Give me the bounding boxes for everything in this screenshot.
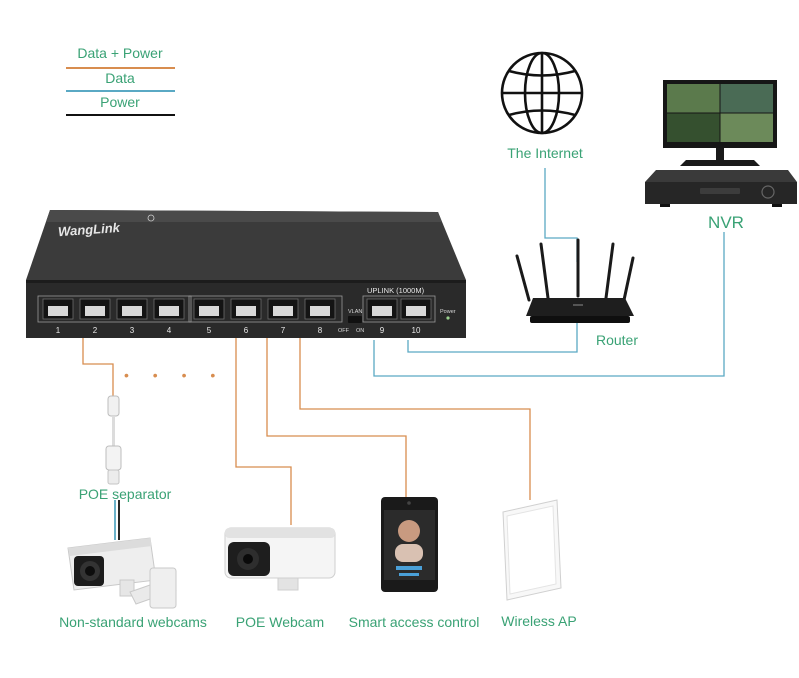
switch-top-highlight	[46, 210, 442, 222]
nvr-label: NVR	[708, 213, 744, 232]
switch-vlan-label: VLAN	[348, 309, 362, 315]
smart-access-control-label: Smart access control	[349, 614, 480, 630]
port-3-latch	[128, 302, 136, 306]
legend-power-label: Power	[100, 94, 140, 110]
port-4-latch	[165, 302, 173, 306]
port-8-label: 8	[318, 326, 323, 335]
port-6-latch	[242, 302, 250, 306]
legend-data-power-label: Data + Power	[77, 45, 163, 61]
switch-brand-logo: WangLink	[58, 220, 122, 239]
switch-vlan-on: ON	[356, 328, 364, 334]
port-2-contacts	[85, 306, 105, 316]
switch-power-label: Power	[440, 309, 456, 315]
port-4-label: 4	[167, 326, 172, 335]
line-port9-nvr	[373, 232, 725, 377]
poe-separator-label: POE separator	[79, 486, 172, 502]
legend-data-label: Data	[105, 70, 135, 86]
poe-separator-icon	[105, 395, 122, 485]
line-port1-separator	[82, 338, 114, 396]
line-port7-ap	[299, 338, 531, 500]
port-5-label: 5	[207, 326, 212, 335]
port-8-contacts	[310, 306, 330, 316]
switch-top	[26, 210, 466, 280]
port-9-latch	[378, 302, 386, 306]
port-6-contacts	[236, 306, 256, 316]
internet-label: The Internet	[507, 145, 583, 161]
port-10-label: 10	[412, 326, 421, 335]
router-label: Router	[596, 332, 638, 348]
port-4-contacts	[159, 306, 179, 316]
port-3-contacts	[122, 306, 142, 316]
poe-webcam-icon	[224, 527, 336, 591]
poe-webcam-label: POE Webcam	[236, 614, 324, 630]
port-8-latch	[316, 302, 324, 306]
switch-uplink-label: UPLINK (1000M)	[367, 286, 425, 295]
port-3-label: 3	[130, 326, 135, 335]
port-1-contacts	[48, 306, 68, 316]
nvr-monitor-icon	[663, 80, 777, 166]
line-port10-router	[407, 322, 578, 353]
cctv-camera-icon	[67, 537, 177, 609]
nvr-recorder-icon	[645, 170, 797, 207]
access-control-icon	[381, 497, 438, 592]
port-frame-uplink	[362, 295, 436, 323]
port-7-contacts	[273, 306, 293, 316]
legend: Data + Power Data Power	[66, 45, 175, 116]
poe-switch: WangLink UPLINK (1000M) VLAN OFF ON Powe…	[26, 210, 466, 338]
port-10-latch	[412, 302, 420, 306]
non-standard-webcams-label: Non-standard webcams	[59, 614, 207, 630]
switch-vlan-off: OFF	[338, 328, 350, 334]
internet-globe-icon	[500, 51, 584, 135]
switch-front-edge	[26, 280, 466, 283]
wireless-ap-icon	[502, 499, 562, 601]
port-frame-1-4	[37, 295, 192, 323]
port-1-latch	[54, 302, 62, 306]
port-9-contacts	[372, 306, 392, 316]
port-2-latch	[91, 302, 99, 306]
port-2-label: 2	[93, 326, 98, 335]
vlan-toggle[interactable]	[348, 316, 362, 323]
switch-logo-mark	[147, 214, 155, 222]
connections	[82, 168, 725, 540]
power-led	[446, 316, 450, 320]
line-port5-poe-webcam	[235, 338, 292, 525]
port-10-contacts	[406, 306, 426, 316]
port-7-label: 7	[281, 326, 286, 335]
port-1-label: 1	[56, 326, 61, 335]
switch-ports: 1 2 3 4 5 6 7 8 9 10	[37, 295, 436, 335]
port-5-contacts	[199, 306, 219, 316]
port-6-label: 6	[244, 326, 249, 335]
line-internet-router	[544, 168, 578, 262]
port-7-latch	[279, 302, 287, 306]
port-frame-5-8	[188, 295, 343, 323]
ellipsis: • • • •	[124, 367, 225, 383]
port-5-latch	[205, 302, 213, 306]
wireless-ap-label: Wireless AP	[501, 613, 576, 629]
router-icon	[515, 238, 635, 323]
port-9-label: 9	[380, 326, 385, 335]
line-port6-access	[266, 338, 407, 497]
